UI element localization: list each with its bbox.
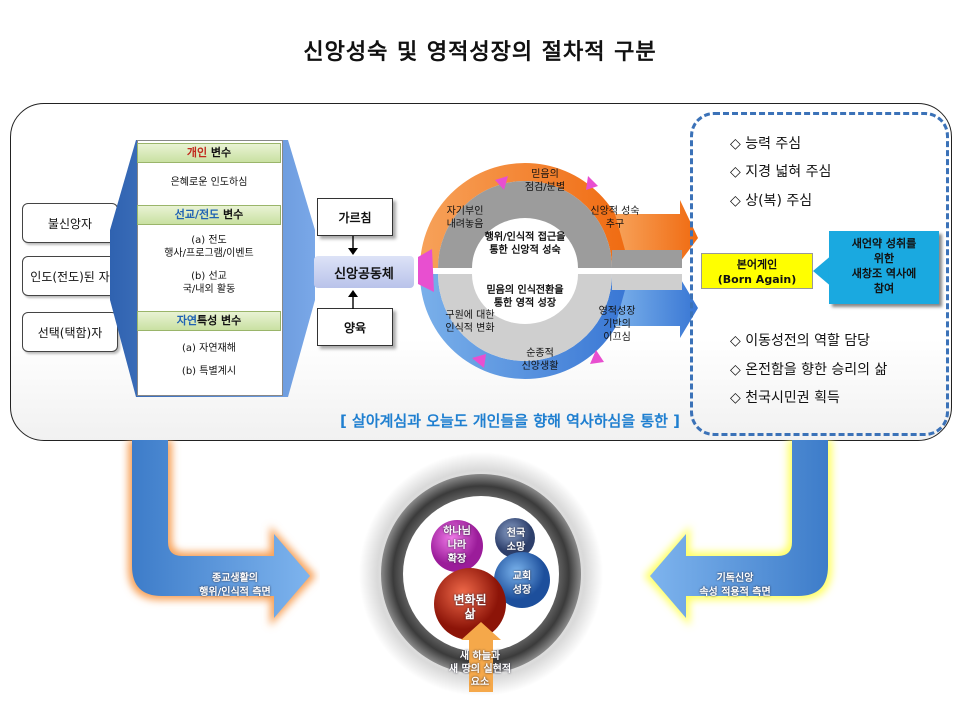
outcome-top-1: ◇ 능력 주심 bbox=[730, 136, 802, 152]
cycle-lower-left-label: 구원에 대한 인식적 변화 bbox=[445, 310, 495, 334]
personal-rest: 변수 bbox=[207, 146, 232, 159]
center-ring bbox=[359, 452, 603, 696]
personal-variable-header: 개인 변수 bbox=[137, 143, 281, 163]
left-arrow-label: 종교생활의 행위/인식적 측면 bbox=[199, 573, 271, 598]
variable-panel bbox=[137, 140, 283, 396]
faith-community-box: 신앙공동체 bbox=[314, 256, 414, 288]
personal-item: 은혜로운 인도하심 bbox=[170, 177, 248, 188]
covenant-arrow-icon bbox=[813, 254, 833, 288]
cycle-bottom-label: 순종적 신앙생활 bbox=[521, 348, 559, 372]
outcome-top-2: ◇ 지경 넓혀 주심 bbox=[730, 164, 832, 180]
right-bent-arrow bbox=[644, 440, 832, 626]
stage-chosen: 선택(택함)자 bbox=[22, 312, 118, 352]
outcome-bottom-1: ◇ 이동성전의 역할 담당 bbox=[730, 333, 871, 349]
cycle-diagram bbox=[418, 163, 698, 379]
natural-rest: 특성 변수 bbox=[196, 314, 242, 327]
outcome-bottom-3: ◇ 천국시민권 획득 bbox=[730, 390, 840, 406]
natural-item-b: (b) 특별계시 bbox=[181, 366, 237, 377]
outcome-panel bbox=[690, 112, 949, 436]
page-title: 신앙성숙 및 영적성장의 절차적 구분 bbox=[303, 40, 657, 65]
right-arrow-label: 기독신앙 속성 적용적 측면 bbox=[699, 573, 771, 598]
left-bent-arrow bbox=[128, 440, 316, 626]
mission-item-a: (a) 전도 행사/프로그램/이벤트 bbox=[164, 235, 254, 259]
heaven-circle: 천국 소망 bbox=[506, 528, 526, 553]
cycle-upper-right-label: 신앙적 성숙 추구 bbox=[590, 206, 640, 230]
changed-life-circle: 변화된 삶 bbox=[453, 593, 487, 621]
kingdom-circle: 하나님 나라 확장 bbox=[443, 526, 471, 565]
cycle-lower-right-label: 영적성장 기반의 이끄심 bbox=[598, 306, 636, 343]
personal-label: 개인 bbox=[186, 146, 208, 159]
teaching-box: 가르침 bbox=[317, 198, 393, 236]
stage-unbeliever: 불신앙자 bbox=[22, 203, 118, 243]
born-again-box: 본어게인 (Born Again) bbox=[701, 253, 813, 289]
natural-label: 자연 bbox=[176, 314, 197, 327]
church-circle: 교회 성장 bbox=[512, 571, 532, 596]
cycle-upper-inner: 행위/인식적 접근을 통한 신앙적 성숙 bbox=[484, 232, 566, 256]
cycle-lower-inner: 믿음의 인식전환을 통한 영적 성장 bbox=[486, 285, 564, 309]
down-arrow-icon bbox=[348, 236, 358, 255]
outcome-top-3: ◇ 상(복) 주심 bbox=[730, 193, 813, 209]
natural-variable-header: 자연특성 변수 bbox=[137, 311, 281, 331]
outcome-bottom-2: ◇ 온전함을 향한 승리의 삶 bbox=[730, 362, 888, 378]
nurture-box: 양육 bbox=[317, 308, 393, 346]
covenant-box: 새언약 성취를 위한 새창조 역사에 참여 bbox=[829, 231, 939, 304]
up-arrow-icon bbox=[348, 290, 358, 309]
cycle-upper-left-label: 자기부인 내려놓음 bbox=[446, 206, 484, 230]
cycle-top-label: 믿음의 점검/분별 bbox=[524, 169, 566, 193]
natural-item-a: (a) 자연재해 bbox=[182, 343, 236, 354]
banner-text: [ 살아계심과 오늘도 개인들을 향해 역사하심을 통한 ] bbox=[339, 412, 681, 430]
mission-label: 선교/전도 bbox=[174, 208, 220, 221]
mission-variable-header: 선교/전도 변수 bbox=[137, 205, 281, 225]
stage-guided: 인도(전도)된 자 bbox=[22, 256, 118, 296]
mission-rest: 변수 bbox=[219, 208, 244, 221]
bottom-arrow-label: 새 하늘과 새 땅의 실현적 요소 bbox=[448, 651, 512, 688]
mission-item-b: (b) 선교 국/내외 활동 bbox=[182, 271, 236, 295]
